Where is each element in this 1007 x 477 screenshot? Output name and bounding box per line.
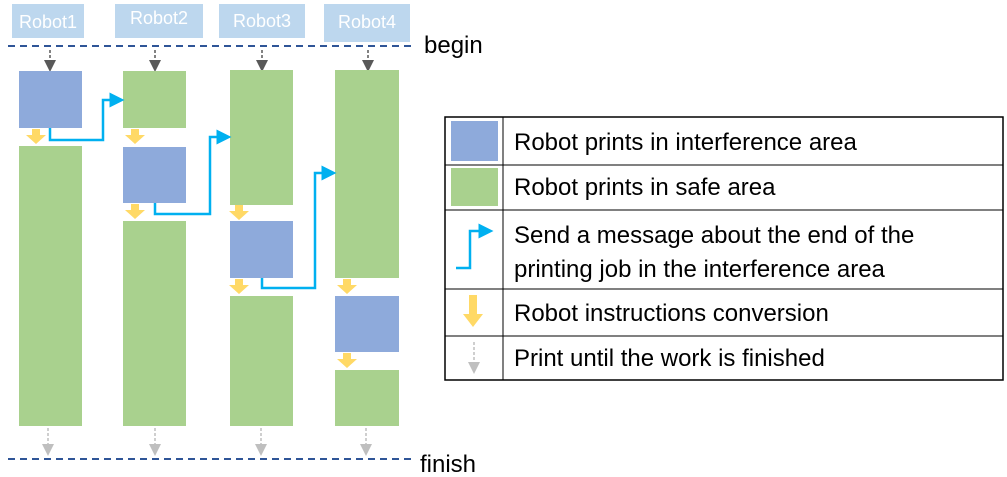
legend-row-2-text: Robot prints in safe area [514, 174, 776, 201]
robot4-interference-block [335, 296, 399, 352]
legend-row-3-line-2: printing job in the interference area [514, 256, 886, 283]
robot2-safe-block-1 [123, 71, 186, 128]
legend: Robot prints in interference area Robot … [444, 116, 1004, 381]
finish-arrows [42, 428, 372, 456]
robot-label-3-text: Robot3 [233, 11, 291, 31]
robot4-safe-block-2 [335, 370, 399, 426]
robot1-interference-block [19, 71, 82, 128]
robot-label-2: Robot2 [115, 4, 203, 38]
robot2-interference-block [123, 147, 186, 203]
legend-row-4-text: Robot instructions conversion [514, 300, 829, 327]
legend-safe-swatch [451, 168, 498, 206]
begin-label: begin [424, 32, 483, 59]
robot-label-3: Robot3 [219, 4, 305, 38]
robot3-safe-block-2 [230, 296, 293, 426]
robot-label-1-text: Robot1 [19, 12, 77, 32]
conversion-arrows [26, 129, 357, 368]
robot3-interference-block [230, 221, 293, 278]
robot-label-2-text: Robot2 [130, 8, 188, 28]
message-arrows [48, 92, 337, 290]
robot2-safe-block-2 [123, 221, 186, 426]
robot-label-1: Robot1 [12, 4, 84, 38]
robot4-safe-block-1 [335, 70, 399, 278]
robot1-safe-block [19, 146, 82, 426]
start-arrows [44, 50, 374, 72]
robot3-safe-block-1 [230, 70, 293, 205]
finish-label: finish [420, 451, 476, 477]
robot-label-4: Robot4 [324, 4, 410, 42]
legend-row-3-line-1: Send a message about the end of the [514, 222, 914, 249]
legend-row-5-text: Print until the work is finished [514, 345, 825, 372]
legend-interference-swatch [451, 121, 498, 161]
robot-label-4-text: Robot4 [338, 12, 396, 32]
legend-row-1-text: Robot prints in interference area [514, 129, 858, 156]
legend-conversion-arrow-icon [463, 295, 483, 327]
legend-message-arrow-icon [456, 223, 494, 270]
